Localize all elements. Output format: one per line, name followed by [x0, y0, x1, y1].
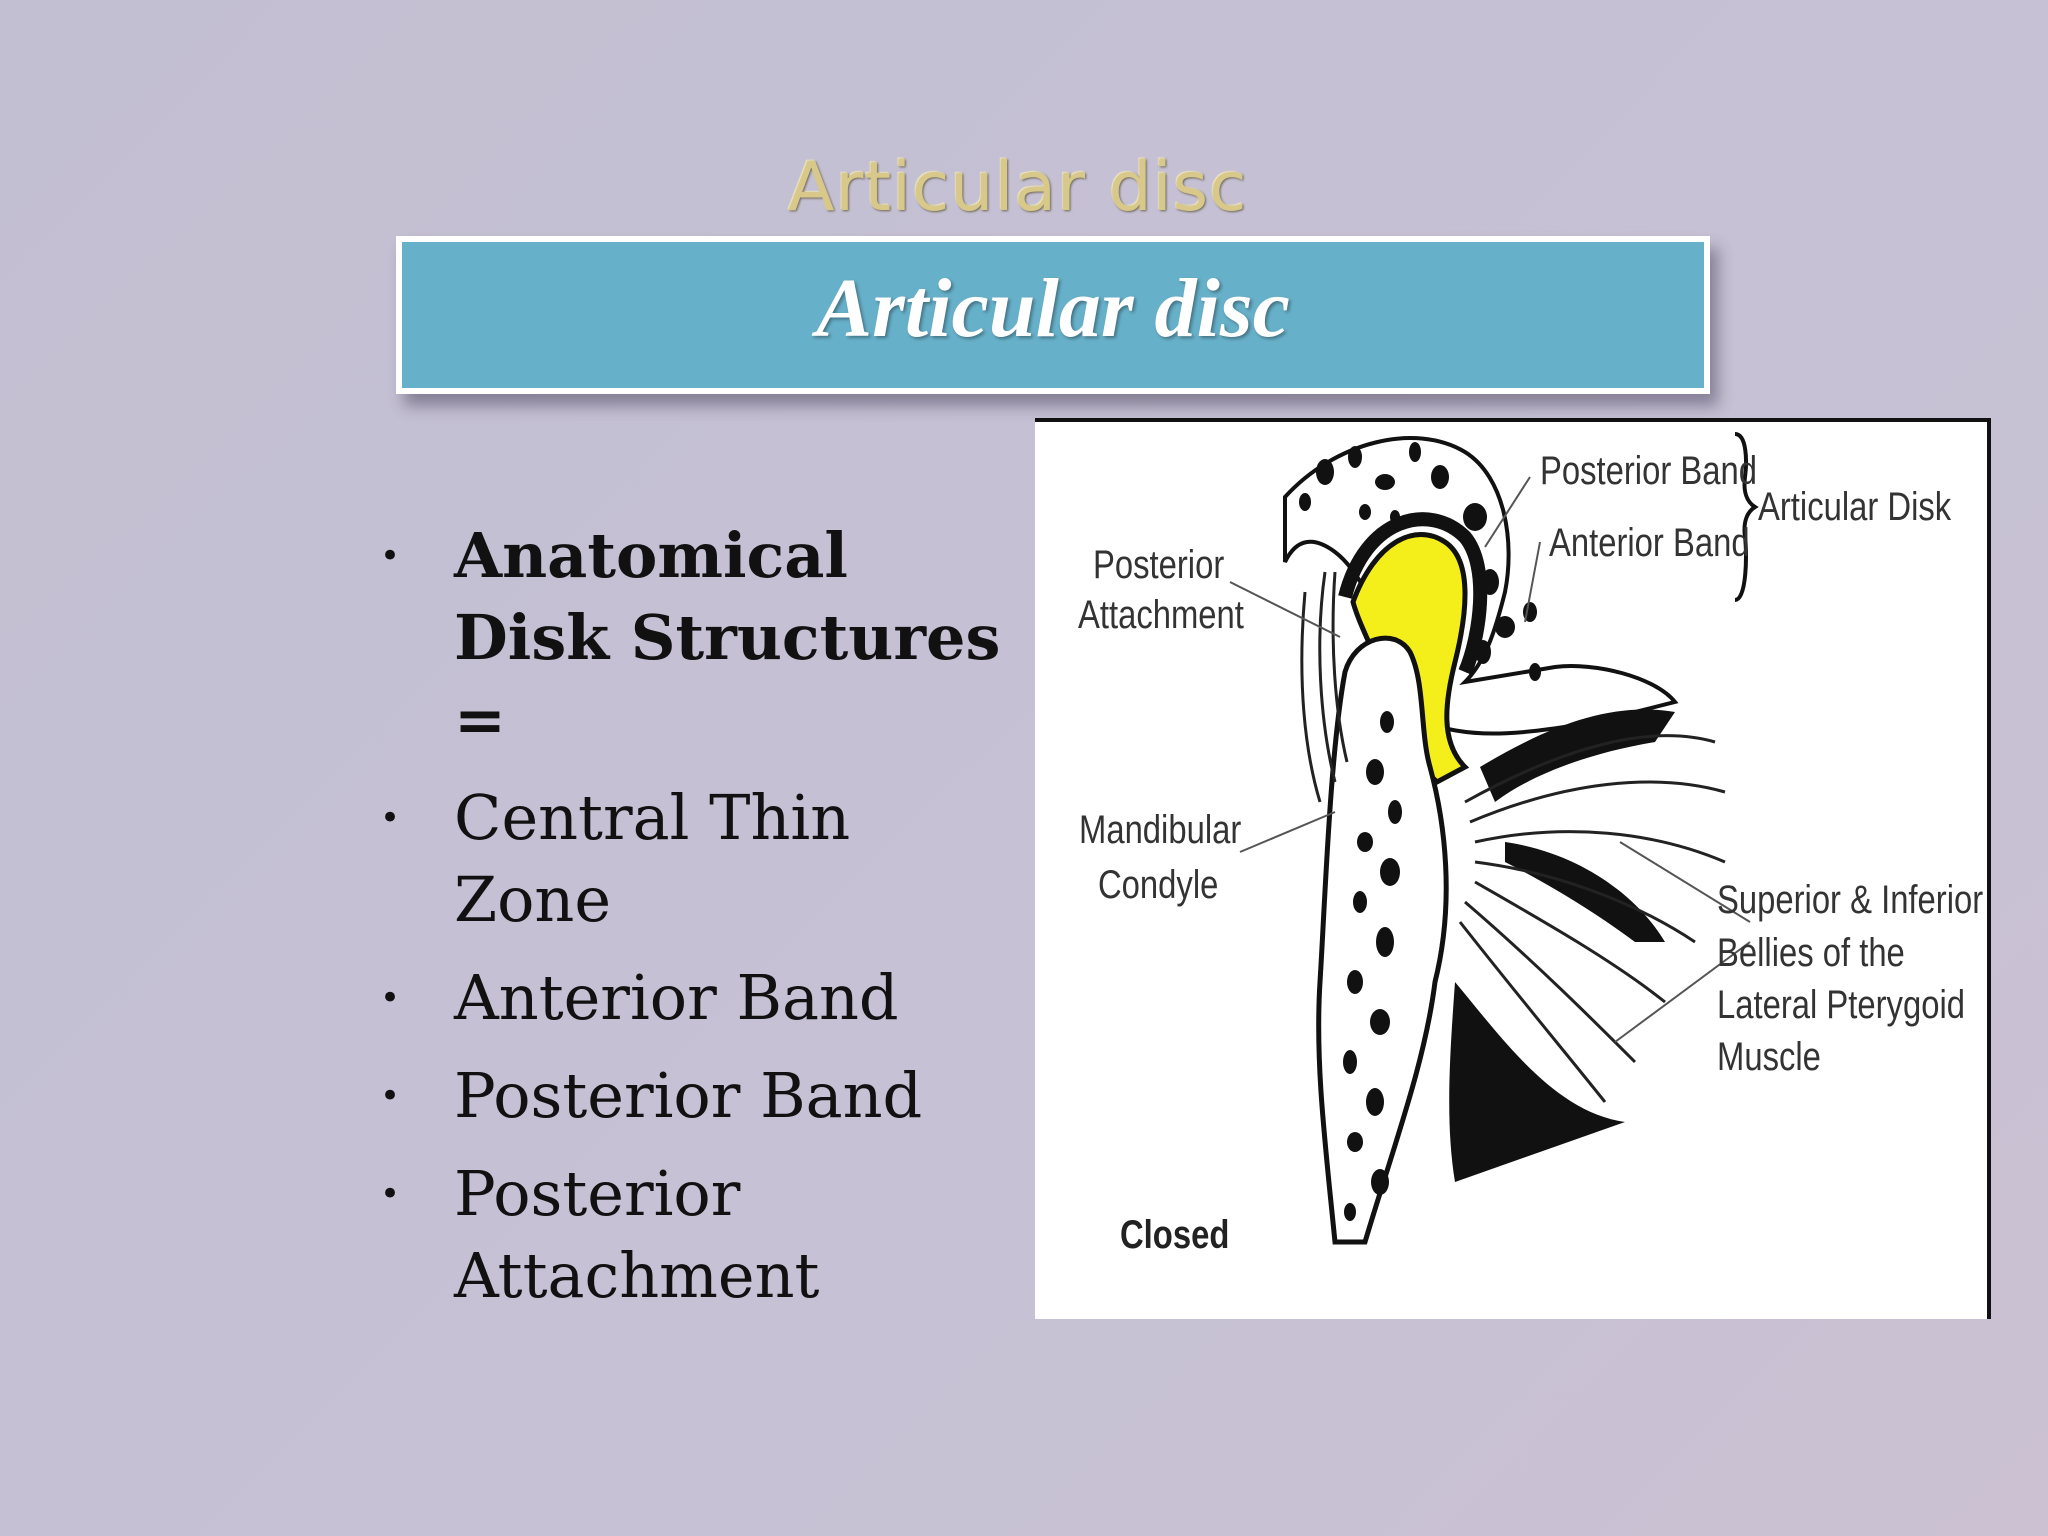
bullet-dot: • — [380, 798, 401, 838]
label-posterior-attachment-line2: Attachment — [1078, 593, 1244, 637]
pterygoid-upper — [1480, 709, 1675, 802]
bullet-text: Central Thin Zone — [454, 781, 851, 936]
bullet-item: • Posterior Band — [380, 1055, 1020, 1137]
label-articular-disk: Articular Disk — [1758, 485, 1952, 529]
bone-texture — [1299, 442, 1541, 1221]
bullet-dot: • — [380, 1174, 401, 1214]
label-closed: Closed — [1120, 1213, 1230, 1257]
bullet-item: • Anterior Band — [380, 957, 1020, 1039]
label-muscle-line3: Lateral Pterygoid — [1717, 983, 1965, 1027]
bullet-text: Anatomical Disk Structures = — [454, 519, 1001, 756]
disc-outline — [1338, 512, 1488, 675]
bullet-list: • Anatomical Disk Structures = • Central… — [380, 515, 1020, 1333]
label-muscle-line1: Superior & Inferior — [1717, 878, 1984, 922]
label-mandibular-condyle-line1: Mandibular — [1079, 808, 1242, 852]
posterior-attachment-fibers — [1300, 571, 1349, 803]
bullet-dot: • — [380, 536, 401, 576]
label-muscle-line2: Bellies of the — [1717, 931, 1905, 975]
bullet-item: • Posterior Attachment — [380, 1153, 1020, 1317]
slide-title: Articular disc — [816, 261, 1290, 355]
label-posterior-band: Posterior Band — [1540, 449, 1757, 493]
pterygoid-lower — [1505, 842, 1665, 942]
tmj-diagram: Posterior Band Anterior Band Articular D… — [1035, 418, 1991, 1319]
muscle-fibers — [1458, 734, 1726, 1103]
bullet-text: Anterior Band — [454, 961, 899, 1034]
articular-disk-bracket — [1734, 432, 1759, 602]
label-muscle-line4: Muscle — [1717, 1035, 1821, 1079]
title-banner: Articular disc — [396, 236, 1710, 394]
ghost-slide-title: Articular disc — [788, 148, 1248, 227]
bullet-text: Posterior Band — [454, 1059, 923, 1132]
bullet-item: • Central Thin Zone — [380, 777, 1020, 941]
ramus-shadow — [1449, 982, 1625, 1182]
label-posterior-attachment-line1: Posterior — [1093, 543, 1225, 587]
bullet-dot: • — [380, 1076, 401, 1116]
bullet-text: Posterior Attachment — [454, 1157, 820, 1312]
bullet-item: • Anatomical Disk Structures = — [380, 515, 1020, 761]
tmj-illustration — [1229, 432, 1759, 1245]
bullet-dot: • — [380, 978, 401, 1018]
label-anterior-band: Anterior Band — [1549, 521, 1750, 565]
label-mandibular-condyle-line2: Condyle — [1098, 863, 1219, 907]
leader-lines — [1229, 476, 1751, 1043]
